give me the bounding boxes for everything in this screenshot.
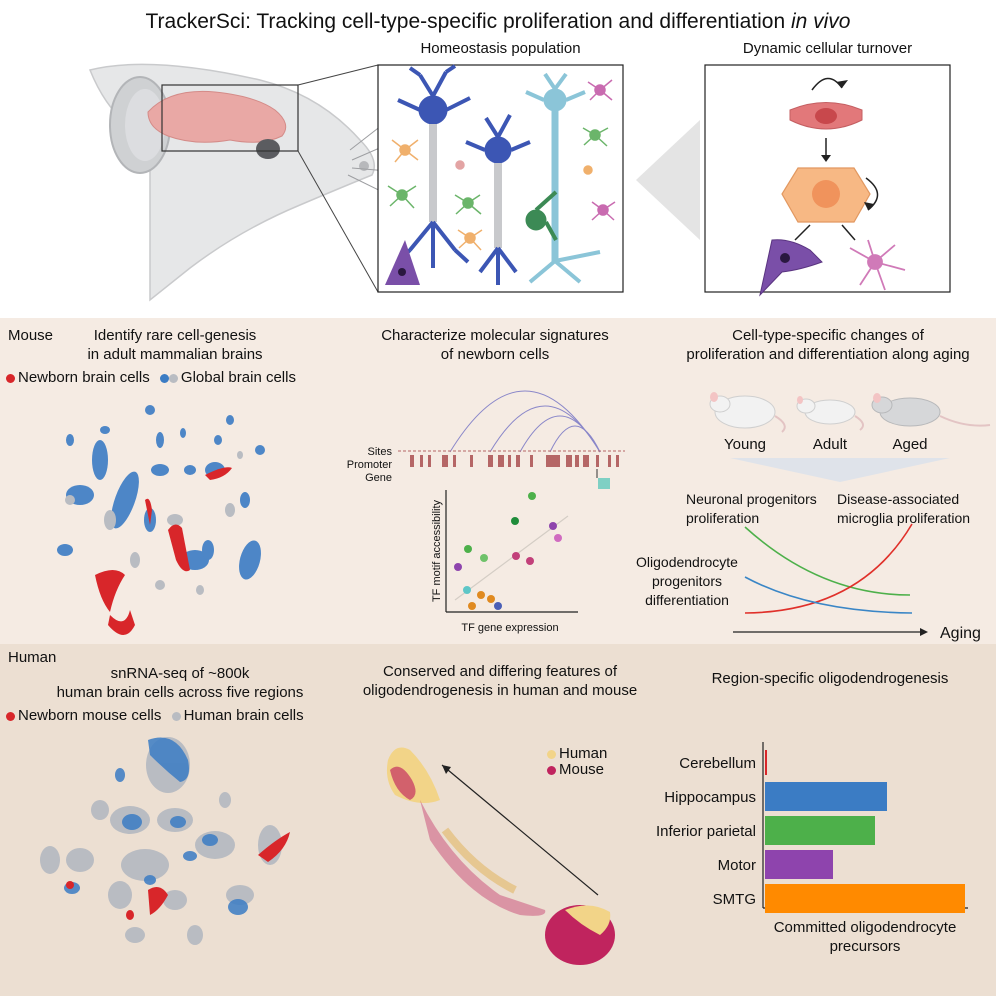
region-chart-xlabel: Committed oligodendrocyte precursors xyxy=(755,918,975,956)
oligo-label-line3: differentiation xyxy=(645,592,729,608)
mouse-band xyxy=(0,318,996,644)
mouse-brain-illustration xyxy=(147,90,287,143)
species-legend-human: Human xyxy=(547,746,607,762)
mouse-panel1-title-line1: Identify rare cell-genesis xyxy=(93,327,257,344)
region-chart-xlabel-line1: Committed oligodendrocyte xyxy=(773,919,957,936)
mouse-panel2-title-line1: Characterize molecular signatures xyxy=(381,327,609,344)
oligo-label-line2: progenitors xyxy=(651,573,723,589)
aging-axis-label: Aging xyxy=(940,625,981,642)
mouse-panel3-title: Cell-type-specific changes of proliferat… xyxy=(660,326,996,364)
page-title: TrackerSci: Tracking cell-type-specific … xyxy=(0,10,996,34)
turnover-label: Dynamic cellular turnover xyxy=(742,40,913,57)
track-label-promoter: Promoter xyxy=(346,459,392,471)
bar-label-inferior-parietal: Inferior parietal xyxy=(655,823,756,840)
mouse-panel1-title-line2: in adult mammalian brains xyxy=(87,346,263,363)
track-label-gene: Gene xyxy=(365,472,392,484)
track-label-sites: Sites xyxy=(367,446,392,458)
title-main: TrackerSci: Tracking cell-type-specific … xyxy=(145,10,791,33)
age-aged-label: Aged xyxy=(892,436,928,453)
region-chart-xlabel-line2: precursors xyxy=(829,938,901,955)
species-legend-human-label: Human xyxy=(559,745,608,762)
scatter-ylabel: TF motif accessibility xyxy=(431,499,443,603)
brain-zoom-box xyxy=(161,84,299,152)
mouse-panel2-title: Characterize molecular signatures of new… xyxy=(345,326,645,364)
mouse-panel1-title: Identify rare cell-genesis in adult mamm… xyxy=(50,326,300,364)
human-panel2-title: Conserved and differing features of olig… xyxy=(340,662,660,700)
legend-newborn-mouse-label: Newborn mouse cells xyxy=(18,707,162,724)
mouse-magenta-dot xyxy=(547,765,556,775)
age-adult-label: Adult xyxy=(812,436,848,453)
human-grey-dot xyxy=(171,711,181,721)
human-panel2-title-line1: Conserved and differing features of xyxy=(382,663,618,680)
global-blue-dot xyxy=(159,373,169,383)
mouse-umap-legend: Newborn brain cells Global brain cells xyxy=(6,368,296,387)
homeostasis-label: Homeostasis population xyxy=(420,40,581,57)
newborn-dot xyxy=(6,373,15,383)
neuronal-label-line1: Neuronal progenitors xyxy=(686,491,817,507)
global-grey-dot xyxy=(168,373,178,383)
oligo-progenitors-label: Oligodendrocyte progenitors differentiat… xyxy=(632,553,742,610)
funnel-arrow xyxy=(636,120,700,240)
disease-microglia-label: Disease-associated microglia proliferati… xyxy=(837,490,970,528)
mouse-panel3-title-line1: Cell-type-specific changes of xyxy=(732,327,924,344)
bar-label-hippocampus: Hippocampus xyxy=(664,789,756,806)
human-yellow-dot xyxy=(547,749,556,759)
human-panel1-title-line2: human brain cells across five regions xyxy=(56,684,304,701)
top-illustration xyxy=(88,63,951,302)
newborn-mouse-dot xyxy=(6,711,15,721)
neuron-illustration xyxy=(396,64,471,268)
human-panel2-title-line2: oligodendrogenesis in human and mouse xyxy=(362,682,638,699)
title-italic: in vivo xyxy=(790,10,851,33)
neuronal-progenitors-label: Neuronal progenitors proliferation xyxy=(686,490,817,528)
region-chart-title: Region-specific oligodendrogenesis xyxy=(711,670,949,687)
mouse-species-label: Mouse xyxy=(8,327,54,344)
age-young-label: Young xyxy=(724,436,766,453)
human-species-label: Human xyxy=(8,649,57,666)
bar-label-smtg: SMTG xyxy=(712,891,756,908)
disease-label-line1: Disease-associated xyxy=(837,491,960,507)
human-panel1-title: snRNA-seq of ~800k human brain cells acr… xyxy=(10,664,350,702)
species-legend-mouse-label: Mouse xyxy=(559,761,605,778)
neuronal-label-line2: proliferation xyxy=(686,510,760,526)
glia-output-illustration xyxy=(849,239,906,291)
mouse-panel3-title-line2: proliferation and differentiation along … xyxy=(686,346,970,363)
oligo-label-line1: Oligodendrocyte xyxy=(636,554,738,570)
bar-label-motor: Motor xyxy=(717,857,756,874)
legend-human-label: Human brain cells xyxy=(183,707,304,724)
species-legend-mouse: Mouse xyxy=(547,762,607,778)
legend-global-label: Global brain cells xyxy=(180,369,296,386)
human-umap-legend: Newborn mouse cells Human brain cells xyxy=(6,706,304,725)
neuron-output-illustration xyxy=(759,239,823,297)
human-panel1-title-line1: snRNA-seq of ~800k xyxy=(110,665,250,682)
bar-label-cerebellum: Cerebellum xyxy=(679,755,756,772)
species-legend: Human Mouse xyxy=(547,746,607,778)
scatter-xlabel: TF gene expression xyxy=(461,622,559,634)
legend-newborn-label: Newborn brain cells xyxy=(18,369,150,386)
mouse-panel2-title-line2: of newborn cells xyxy=(440,346,550,363)
disease-label-line2: microglia proliferation xyxy=(837,510,971,526)
